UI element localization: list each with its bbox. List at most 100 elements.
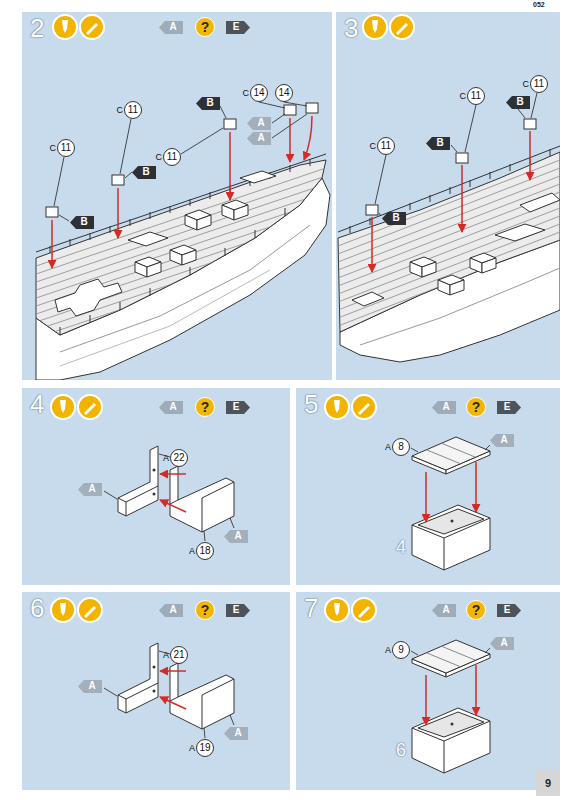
- callout-text: A: [500, 435, 507, 445]
- callout-text: B: [142, 167, 149, 177]
- step-number: 5: [304, 389, 318, 419]
- part-prefix: A: [385, 443, 391, 452]
- step-number: 3: [344, 13, 358, 43]
- callout-text: ?: [201, 20, 210, 34]
- paint-tag: A: [490, 434, 514, 447]
- paint-tag: A: [247, 132, 271, 145]
- part-number: A22: [170, 449, 188, 467]
- paint-tag: A: [78, 483, 102, 496]
- part-number: C14: [250, 84, 268, 102]
- callout-text: E: [504, 402, 511, 412]
- step-number: 7: [304, 593, 318, 623]
- callout-text: A: [169, 605, 176, 615]
- tag-outline: [159, 401, 183, 414]
- part-number: C11: [377, 137, 395, 155]
- part-number: C11: [163, 148, 181, 166]
- tag-outline: [224, 727, 248, 740]
- tag-outline: [490, 637, 514, 650]
- tag-outline: [224, 530, 248, 543]
- callout-text: 11: [61, 143, 71, 153]
- part-prefix: C: [523, 80, 530, 89]
- colour-query: ?: [195, 600, 215, 620]
- step-panel: 6A?EA21AAA19: [22, 592, 290, 790]
- callout-text: B: [436, 138, 443, 148]
- tag-outline: [382, 212, 406, 225]
- part-number: A18: [196, 542, 214, 560]
- callout-text: 14: [278, 88, 289, 98]
- callout-text: 11: [534, 79, 544, 89]
- callout-text: A: [442, 402, 449, 412]
- paint-tag: A: [432, 604, 456, 617]
- tag-outline: [506, 96, 530, 109]
- callout-text: B: [206, 98, 213, 108]
- part-number: A19: [196, 739, 214, 757]
- page-number: 9: [536, 770, 560, 796]
- paint-tag: B: [196, 97, 220, 110]
- tag-outline: [226, 604, 250, 617]
- tag-outline: [426, 137, 450, 150]
- step-number: 6: [30, 593, 44, 623]
- part-prefix: C: [156, 153, 163, 162]
- paint-tag: A: [224, 727, 248, 740]
- tag-outline: [132, 166, 156, 179]
- tag-outline: [159, 21, 183, 34]
- part-prefix: A: [189, 744, 195, 753]
- paint-tag: E: [226, 21, 250, 34]
- callout-text: A: [88, 484, 95, 494]
- tag-outline: [196, 97, 220, 110]
- callout-text: 22: [173, 453, 184, 463]
- assembly-reference: 6: [396, 741, 406, 761]
- tag-outline: [432, 604, 456, 617]
- tag-outline: [497, 604, 521, 617]
- tag-outline: [490, 434, 514, 447]
- callout-text: 9: [398, 645, 404, 655]
- callout-text: 11: [381, 141, 391, 151]
- callout-text: A: [169, 22, 176, 32]
- colour-query: ?: [195, 397, 215, 417]
- part-number: A8: [392, 438, 410, 456]
- callout-text: 11: [167, 152, 177, 162]
- part-prefix: A: [385, 646, 391, 655]
- callout-text: A: [257, 133, 264, 143]
- sheet-code: 052: [533, 1, 545, 9]
- colour-query: ?: [195, 17, 215, 37]
- callout-text: 8: [398, 442, 404, 452]
- part-number: A21: [170, 646, 188, 664]
- step-number: 2: [30, 13, 44, 43]
- part-prefix: A: [163, 651, 169, 660]
- callout-text: 11: [471, 91, 481, 101]
- part-prefix: C: [243, 89, 250, 98]
- paint-tag: A: [78, 680, 102, 693]
- callout-text: B: [516, 97, 523, 107]
- paint-tag: B: [132, 166, 156, 179]
- callout-text: ?: [472, 400, 481, 414]
- paint-tag: A: [224, 530, 248, 543]
- tag-outline: [432, 401, 456, 414]
- tag-outline: [226, 401, 250, 414]
- callout-text: 9: [545, 778, 551, 789]
- step-panel: 5A?EA8A: [296, 388, 560, 585]
- tag-outline: [226, 21, 250, 34]
- paint-tag: B: [382, 212, 406, 225]
- callout-text: 11: [128, 105, 138, 115]
- colour-query: ?: [466, 600, 486, 620]
- paint-tag: A: [432, 401, 456, 414]
- callout-text: 19: [199, 743, 210, 753]
- part-number: C11: [467, 87, 485, 105]
- callout-text: 14: [253, 88, 264, 98]
- step-panel: 7A?EA9A: [296, 592, 560, 790]
- paint-tag: A: [159, 21, 183, 34]
- paint-tag: E: [226, 401, 250, 414]
- tag-outline: [78, 483, 102, 496]
- part-prefix: A: [163, 454, 169, 463]
- part-prefix: C: [50, 144, 57, 153]
- part-number: 14: [275, 84, 293, 102]
- callout-text: A: [234, 531, 241, 541]
- tag-outline: [70, 216, 94, 229]
- callout-text: E: [233, 22, 240, 32]
- callout-text: 21: [173, 650, 184, 660]
- step-panel: 2A?EC11BC11BC11BC1414AA: [22, 12, 332, 380]
- part-prefix: C: [117, 106, 124, 115]
- callout-text: A: [257, 118, 264, 128]
